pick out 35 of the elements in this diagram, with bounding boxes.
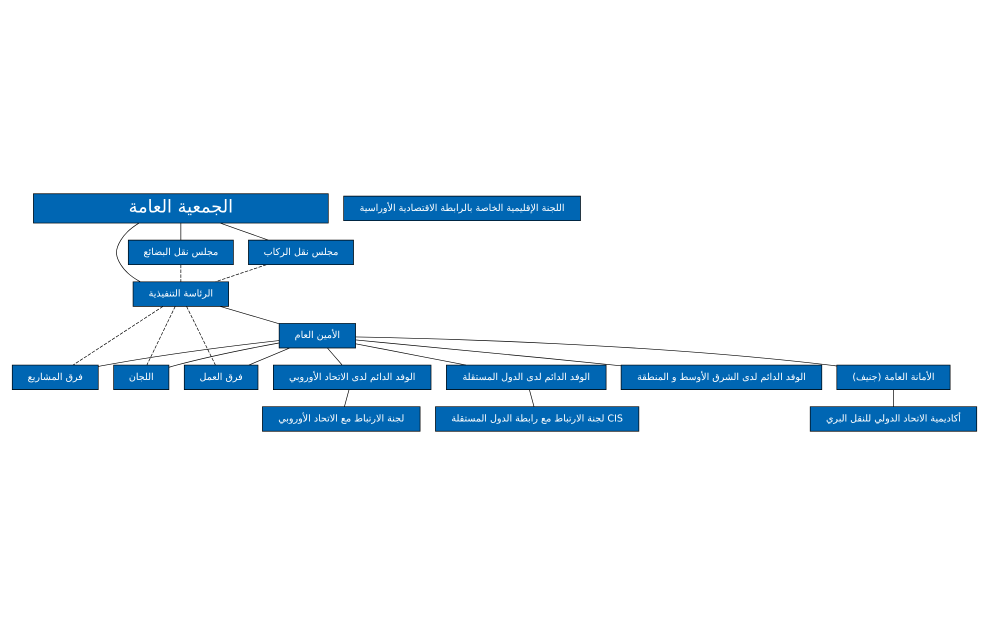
node-box: الوفد الدائم لدى الاتحاد الأوروبي (273, 364, 432, 390)
node-box: لجنة الارتباط مع رابطة الدول المستقلة CIS (435, 406, 640, 432)
node-box: فرق المشاريع (12, 364, 99, 390)
connector (327, 347, 342, 365)
node-box: الجمعية العامة (33, 192, 329, 223)
connector (355, 339, 622, 366)
connector (180, 222, 182, 240)
connector (220, 306, 280, 324)
connector (180, 264, 182, 282)
node-box: الوفد الدائم لدى الشرق الأوسط و المنطقة (620, 364, 822, 390)
connector (893, 388, 894, 406)
node-box: الأمين العام (278, 322, 356, 348)
node-box: لجنة الارتباط مع الاتحاد الأوروبي (262, 406, 420, 432)
connector (146, 306, 176, 365)
node-box: فرق العمل (184, 364, 258, 390)
node-box: الأمانة العامة (جنيف) (836, 364, 950, 390)
node-box: أكاديمية الاتحاد الدولي للنقل البري (810, 406, 978, 432)
connector (116, 222, 140, 282)
node-box: اللجنة الإقليمية الخاصة بالرابطة الاقتصادية الأوراسية (343, 195, 581, 221)
connector (168, 342, 280, 368)
connector (344, 388, 350, 406)
connector (98, 340, 280, 366)
connector (220, 222, 269, 240)
node-box: اللجان (113, 364, 170, 390)
connector (72, 306, 164, 365)
connector (355, 342, 466, 365)
node-box: مجلس نقل البضائع (128, 239, 234, 265)
connector (248, 347, 290, 365)
connector (215, 264, 267, 282)
connector (529, 388, 534, 406)
node-box: مجلس نقل الركاب (248, 239, 354, 265)
node-box: الرئاسة التنفيذية (132, 280, 229, 306)
connector (186, 306, 216, 365)
node-box: الوفد الدائم لدى الدول المستقلة (446, 364, 606, 390)
connector (355, 336, 838, 366)
